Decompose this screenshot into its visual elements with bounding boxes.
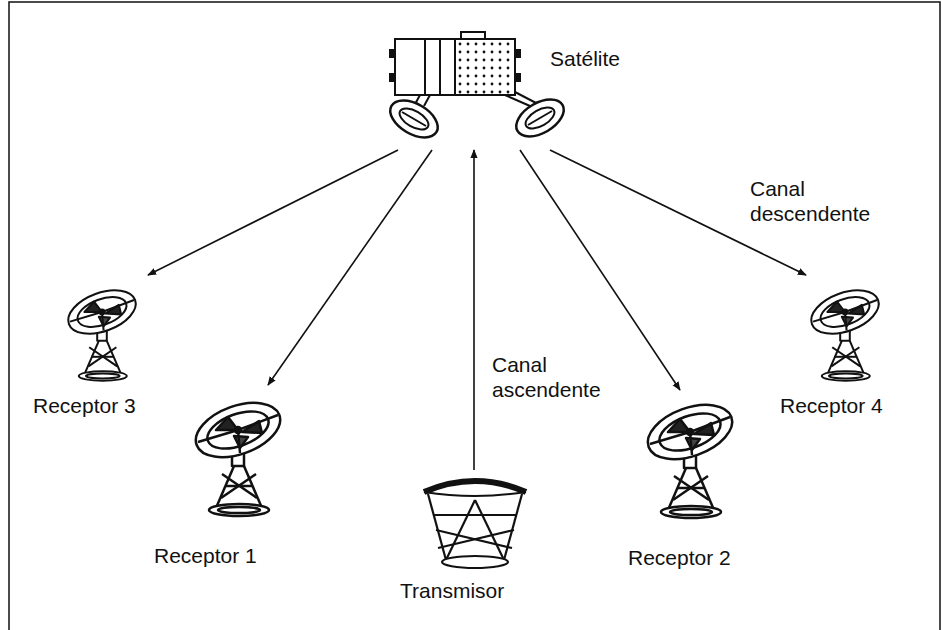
station-label: Receptor 3 (33, 393, 136, 418)
antenna-node: Satélite (385, 28, 675, 150)
station-label: Receptor 2 (628, 545, 731, 570)
channel-label: Canal ascendente (490, 352, 603, 402)
station-label: Satélite (550, 46, 620, 71)
station-label: Transmisor (400, 578, 504, 603)
signal-arrow (148, 150, 398, 275)
signal-arrow (473, 150, 475, 470)
dish-antenna (62, 282, 141, 381)
transmitter-antenna (424, 481, 526, 568)
dish-antenna (188, 392, 287, 516)
signal-arrow (268, 150, 432, 385)
antenna-node: Receptor 2 (620, 390, 750, 574)
satellite-drawing (384, 32, 570, 145)
dish-antenna (640, 394, 739, 518)
antenna-node: Receptor 3 (25, 275, 155, 423)
antenna-node: Receptor 1 (150, 385, 295, 572)
station-label: Receptor 4 (780, 393, 883, 418)
antenna-node: Receptor 4 (775, 275, 910, 423)
channel-label: Canal descendente (748, 176, 872, 226)
antenna-node: Transmisor (395, 470, 555, 610)
dish-antenna (805, 282, 884, 381)
station-label: Receptor 1 (154, 543, 257, 568)
